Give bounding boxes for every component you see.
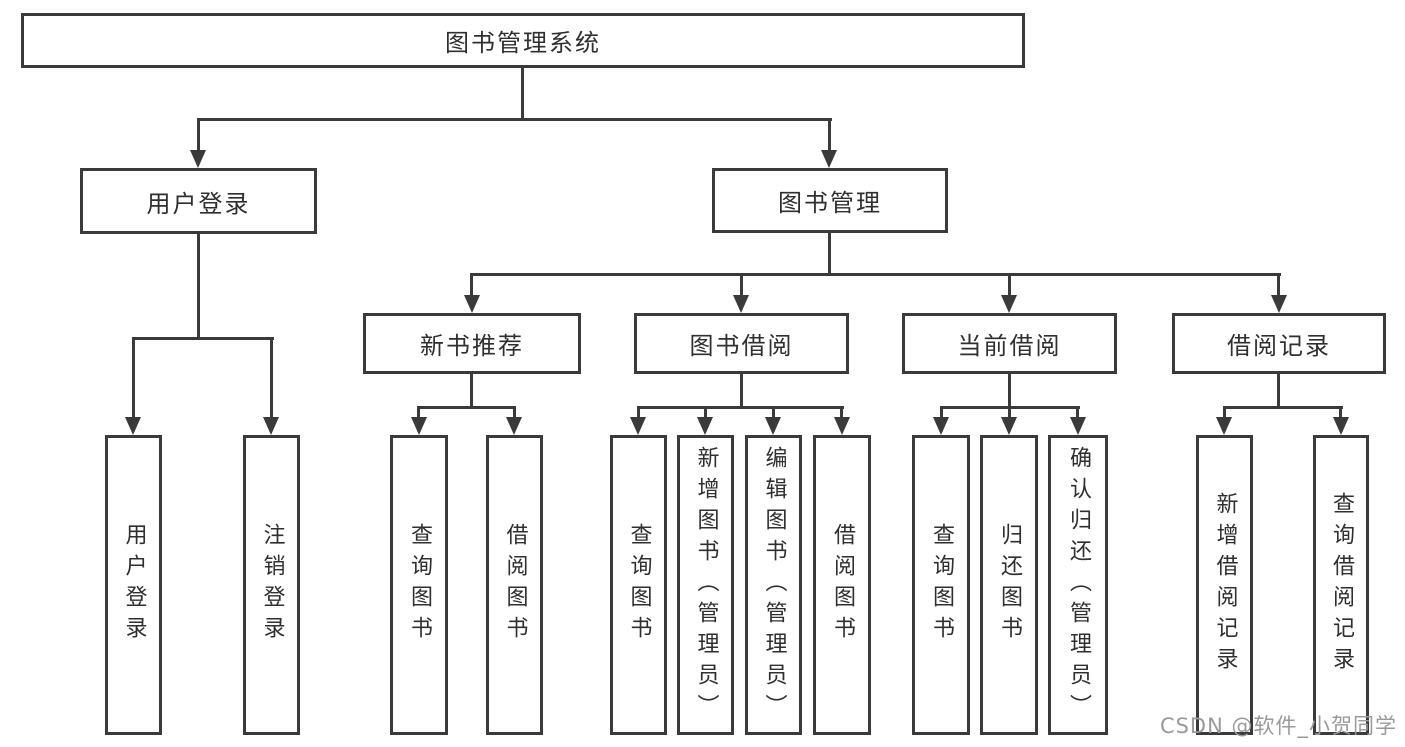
leaf-confirm-return-admin: 确认归还（管理员） [1048,435,1108,735]
connector-drop [828,118,831,152]
connector-drop [470,273,473,297]
leaf-add-borrow-record: 新增借阅记录 [1196,435,1253,735]
connector-drop [513,406,516,418]
connector-branch [637,406,844,409]
connector-branch [197,118,832,121]
connector-branch [417,406,516,409]
connector-stem [1008,374,1011,406]
node-current-borrowing: 当前借阅 [902,313,1117,374]
arrow-down-icon [464,295,480,313]
connector-stem [197,234,200,337]
connector-drop [1008,273,1011,297]
arrow-down-icon [411,417,427,435]
connector-drop [840,406,843,418]
arrow-down-icon [125,417,141,435]
connector-drop [417,406,420,418]
arrow-down-icon [263,417,279,435]
arrow-down-icon [1001,295,1017,313]
arrow-down-icon [821,150,837,168]
connector-drop [132,337,135,418]
arrow-down-icon [630,417,646,435]
arrow-down-icon [697,417,713,435]
node-book-management: 图书管理 [712,168,948,233]
arrow-down-icon [506,417,522,435]
arrow-down-icon [1001,417,1017,435]
leaf-logout: 注销登录 [243,435,300,735]
connector-drop [637,406,640,418]
connector-drop [740,273,743,297]
connector-drop [704,406,707,418]
node-root: 图书管理系统 [21,13,1025,68]
arrow-down-icon [1216,417,1232,435]
watermark: CSDN @软件_小贺同学 [1159,714,1397,738]
arrow-down-icon [834,417,850,435]
leaf-add-book-admin: 新增图书（管理员） [677,435,734,735]
connector-branch [470,273,1281,276]
leaf-query-borrow-record: 查询借阅记录 [1313,435,1369,735]
leaf-query-book-recommend: 查询图书 [390,435,448,735]
connector-stem [828,231,831,273]
leaf-query-book-borrowing: 查询图书 [610,435,667,735]
connector-drop [772,406,775,418]
connector-drop [270,337,273,418]
leaf-edit-book-admin: 编辑图书（管理员） [745,435,802,735]
connector-drop [1277,273,1280,297]
node-book-borrowing: 图书借阅 [634,313,849,374]
connector-drop [1008,406,1011,418]
node-new-book-recommendation: 新书推荐 [363,313,581,374]
arrow-down-icon [1070,417,1086,435]
leaf-query-book-current: 查询图书 [912,435,970,735]
arrow-down-icon [733,295,749,313]
arrow-down-icon [190,150,206,168]
connector-drop [940,406,943,418]
arrow-down-icon [933,417,949,435]
connector-branch [132,337,274,340]
arrow-down-icon [765,417,781,435]
connector-branch [1223,406,1343,409]
connector-stem [1277,374,1280,406]
leaf-borrow-book-recommend: 借阅图书 [486,435,543,735]
connector-drop [1076,406,1079,418]
connector-stem [740,374,743,406]
connector-drop [197,118,200,152]
connector-drop [1223,406,1226,418]
node-borrowing-records: 借阅记录 [1172,313,1386,374]
leaf-borrow-book-borrowing: 借阅图书 [813,435,871,735]
connector-stem [521,66,524,118]
arrow-down-icon [1333,417,1349,435]
leaf-return-book: 归还图书 [980,435,1038,735]
leaf-user-login: 用户登录 [105,435,162,735]
node-user-login: 用户登录 [80,168,317,234]
connector-drop [1339,406,1342,418]
connector-stem [470,374,473,406]
arrow-down-icon [1271,295,1287,313]
